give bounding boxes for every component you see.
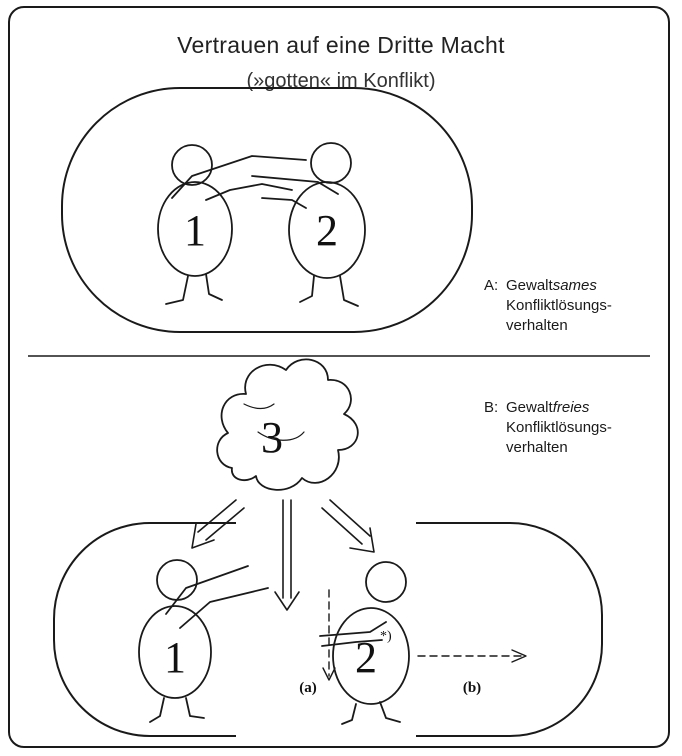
- top-figure-2-number: 2: [316, 206, 338, 255]
- scene-b-right-boundary: [416, 523, 602, 736]
- dashed-arrow-b: [418, 650, 526, 662]
- caption-a-line2: Konfliktlösungs-: [484, 296, 612, 316]
- bottom-figure-2-superscript: *): [380, 629, 392, 644]
- caption-b-line3: verhalten: [484, 438, 612, 458]
- bottom-figure-1-number: 1: [164, 633, 186, 682]
- caption-a-line3: verhalten: [484, 316, 612, 336]
- top-figure-2: [252, 143, 365, 306]
- arrow-label-a: (a): [299, 680, 317, 696]
- arrow-to-figure-2: [322, 500, 374, 552]
- caption-b-line2: Konfliktlösungs-: [484, 418, 612, 438]
- bottom-figure-1: [139, 560, 268, 722]
- caption-b-prefix: B:: [484, 398, 506, 418]
- caption-b: B:Gewaltfreies Konfliktlösungs- verhalte…: [484, 398, 612, 458]
- caption-a: A:Gewaltsames Konfliktlösungs- verhalten: [484, 276, 612, 336]
- arrow-down-center: [275, 500, 299, 610]
- cloud-shape: [217, 359, 358, 489]
- caption-b-word-italic: freies: [553, 399, 590, 416]
- scene-a-boundary: [62, 88, 472, 332]
- bottom-figure-2-number: 2: [355, 633, 377, 682]
- cloud-number: 3: [261, 413, 283, 462]
- caption-a-prefix: A:: [484, 276, 506, 296]
- caption-a-word-italic: sames: [553, 277, 597, 294]
- top-figure-1-number: 1: [184, 206, 206, 255]
- scene-b-left-boundary: [54, 523, 236, 736]
- arrow-label-b: (b): [463, 680, 481, 696]
- caption-a-word: Gewalt: [506, 277, 553, 294]
- top-figure-1: [158, 145, 306, 304]
- caption-b-word: Gewalt: [506, 399, 553, 416]
